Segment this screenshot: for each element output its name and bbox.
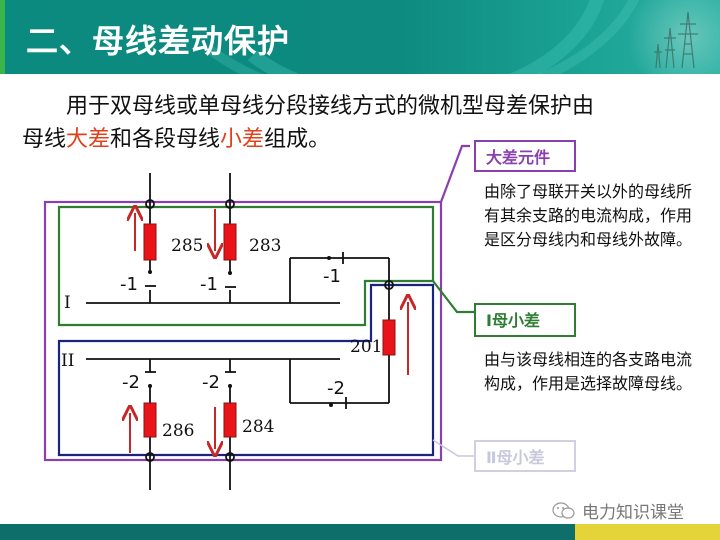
busbars xyxy=(86,302,340,360)
bus2-label: II xyxy=(61,351,74,371)
big-diff-description: 由除了母联开关以外的母线所有其余支路的电流构成，作用是区分母线内和母线外故障。 xyxy=(484,182,693,249)
label-283: 283 xyxy=(249,236,281,256)
ct-285 xyxy=(143,223,157,261)
wechat-logo-icon xyxy=(552,501,575,519)
intro-line-1: 用于双母线或单母线分段接线方式的微机型母差保护由 xyxy=(66,94,595,119)
intro-line-2: 母线大差和各段母线小差组成。 xyxy=(22,123,702,156)
header-accent-bar xyxy=(0,0,5,74)
page-title: 二、母线差动保护 xyxy=(26,22,291,60)
power-tower-icon xyxy=(654,11,698,69)
slide-header: 二、母线差动保护 xyxy=(0,0,720,74)
ct-201 xyxy=(382,319,396,356)
highlight-big-diff: 大差 xyxy=(66,127,111,152)
switch-label-coupler-2: -2 xyxy=(327,378,345,399)
switch-label-285: -1 xyxy=(120,274,138,295)
callout-big-diff: 大差元件 xyxy=(474,140,576,172)
label-284: 284 xyxy=(242,417,274,437)
label-286: 286 xyxy=(162,421,194,441)
branch-286 xyxy=(145,359,156,490)
ct-284 xyxy=(223,402,237,438)
watermark-text: 电力知识课堂 xyxy=(582,503,684,523)
callout-bus2-diff-label: Ⅱ母小差 xyxy=(486,448,545,467)
branch-284 xyxy=(225,359,236,490)
intro-text: 和各段母线 xyxy=(110,127,221,152)
ct-283 xyxy=(223,223,237,261)
footer-accent xyxy=(575,524,720,540)
bus1-label: I xyxy=(64,293,71,313)
slide-footer xyxy=(0,524,720,540)
intro-paragraph: 用于双母线或单母线分段接线方式的微机型母差保护由 母线大差和各段母线小差组成。 xyxy=(22,90,702,156)
bus1-diff-description: 由与该母线相连的各支路电流构成，作用是选择故障母线。 xyxy=(484,350,693,393)
bus2-small-diff-zone xyxy=(57,283,435,457)
intro-text: 组成。 xyxy=(264,127,331,152)
switch-label-283: -1 xyxy=(200,274,218,295)
callout-big-diff-label: 大差元件 xyxy=(486,148,551,167)
header-glow xyxy=(610,0,720,74)
switch-label-284: -2 xyxy=(202,372,220,393)
label-285: 285 xyxy=(171,236,203,256)
coupler-201 xyxy=(289,252,394,409)
branch-283 xyxy=(225,173,236,303)
ct-286 xyxy=(143,402,157,438)
label-201: 201 xyxy=(350,337,382,357)
callout-bus2-diff: Ⅱ母小差 xyxy=(474,440,576,472)
callout-bus1-diff: Ⅰ母小差 xyxy=(474,303,576,337)
switch-label-coupler-1: -1 xyxy=(323,266,341,287)
bus2-callout-leader xyxy=(432,439,474,457)
switch-label-286: -2 xyxy=(122,372,140,393)
big-diff-zone xyxy=(43,144,470,462)
highlight-small-diff: 小差 xyxy=(220,127,265,152)
branch-285 xyxy=(145,173,156,303)
bus1-small-diff-zone xyxy=(57,205,474,327)
watermark: 电力知识课堂 xyxy=(552,498,684,523)
intro-text: 母线 xyxy=(22,127,67,152)
callout-bus1-diff-label: Ⅰ母小差 xyxy=(486,311,540,330)
